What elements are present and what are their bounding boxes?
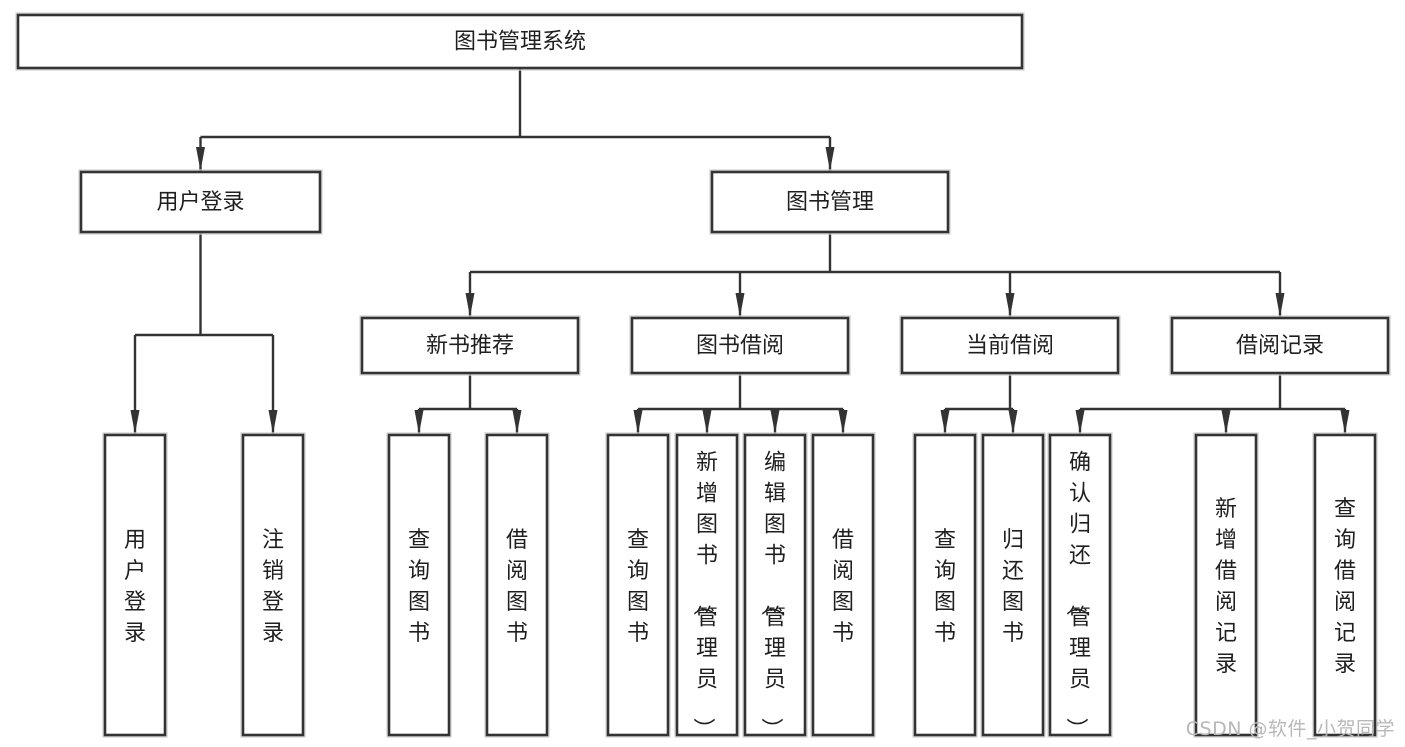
arrow-head-icon bbox=[702, 410, 712, 434]
node-leaf-cur-query[interactable]: 查询图书 bbox=[912, 432, 978, 738]
node-leaf-rc-query[interactable]: 查询借阅记录 bbox=[1312, 432, 1378, 738]
node-label: 当前借阅 bbox=[966, 334, 1054, 359]
node-box[interactable] bbox=[79, 170, 322, 234]
node-label: 查询借阅记录 bbox=[1334, 497, 1356, 677]
node-leaf-rec-query[interactable]: 查询图书 bbox=[386, 432, 452, 738]
node-book-manage[interactable]: 图书管理 bbox=[709, 169, 951, 235]
node-box[interactable] bbox=[16, 13, 1024, 70]
arrow-head-icon bbox=[130, 410, 140, 434]
node-box[interactable] bbox=[606, 433, 670, 737]
node-box[interactable] bbox=[485, 433, 549, 737]
node-box[interactable] bbox=[1313, 433, 1377, 737]
node-label: 图书借阅 bbox=[696, 334, 784, 359]
arrow-head-icon bbox=[512, 410, 522, 434]
node-label: 借阅图书 bbox=[506, 528, 528, 646]
node-box[interactable] bbox=[1194, 433, 1258, 737]
node-root[interactable]: 图书管理系统 bbox=[15, 12, 1025, 71]
arrow-head-icon bbox=[268, 410, 278, 434]
node-borrow-record[interactable]: 借阅记录 bbox=[1169, 315, 1391, 376]
node-leaf-bw-edit[interactable]: 编辑图书（管理员） bbox=[742, 432, 808, 740]
node-book-borrow[interactable]: 图书借阅 bbox=[629, 315, 851, 376]
node-leaf-bw-add[interactable]: 新增图书（管理员） bbox=[674, 432, 740, 740]
node-label: 查询图书 bbox=[934, 528, 956, 646]
arrow-head-icon bbox=[838, 410, 848, 434]
node-box[interactable] bbox=[710, 170, 950, 234]
arrow-head-icon bbox=[825, 147, 835, 171]
node-leaf-cur-return[interactable]: 归还图书 bbox=[980, 432, 1046, 738]
arrow-head-icon bbox=[196, 147, 205, 171]
arrow-head-icon bbox=[633, 410, 643, 434]
connectors-layer bbox=[130, 68, 1350, 434]
node-label: 图书管理 bbox=[786, 190, 874, 215]
node-label: 图书管理系统 bbox=[454, 30, 586, 55]
node-label: 查询图书 bbox=[627, 528, 649, 646]
arrow-head-icon bbox=[1075, 410, 1085, 434]
node-user-login[interactable]: 用户登录 bbox=[78, 169, 323, 235]
node-label: 新增图书（管理员） bbox=[690, 451, 718, 740]
node-box[interactable] bbox=[675, 433, 739, 737]
node-box[interactable] bbox=[913, 433, 977, 737]
node-label: 借阅图书 bbox=[832, 528, 854, 646]
arrow-head-icon bbox=[770, 410, 780, 434]
arrow-head-icon bbox=[735, 293, 745, 317]
node-label: 借阅记录 bbox=[1236, 334, 1324, 359]
arrow-head-icon bbox=[414, 410, 424, 434]
node-leaf-bw-borrow[interactable]: 借阅图书 bbox=[810, 432, 876, 738]
node-label: 新增借阅记录 bbox=[1215, 497, 1237, 677]
node-box[interactable] bbox=[241, 433, 305, 737]
node-box[interactable] bbox=[630, 316, 850, 375]
node-label: 确认归还（管理员） bbox=[1063, 451, 1091, 740]
arrow-head-icon bbox=[940, 410, 950, 434]
node-box[interactable] bbox=[360, 316, 580, 375]
node-box[interactable] bbox=[743, 433, 807, 737]
arrow-head-icon bbox=[1221, 410, 1231, 434]
node-box[interactable] bbox=[1170, 316, 1390, 375]
node-current-borrow[interactable]: 当前借阅 bbox=[899, 315, 1121, 376]
node-box[interactable] bbox=[103, 433, 167, 737]
node-leaf-user-login[interactable]: 用户登录 bbox=[102, 432, 168, 738]
node-leaf-rec-borrow[interactable]: 借阅图书 bbox=[484, 432, 550, 738]
arrow-head-icon bbox=[465, 293, 475, 317]
node-label: 用户登录 bbox=[124, 528, 146, 646]
node-label: 新书推荐 bbox=[426, 334, 514, 359]
node-leaf-rc-add[interactable]: 新增借阅记录 bbox=[1193, 432, 1259, 738]
node-box[interactable] bbox=[387, 433, 451, 737]
node-box[interactable] bbox=[981, 433, 1045, 737]
node-label: 编辑图书（管理员） bbox=[758, 451, 786, 740]
node-label: 注销登录 bbox=[262, 528, 284, 646]
node-leaf-user-logout[interactable]: 注销登录 bbox=[240, 432, 306, 738]
nodes-layer: 图书管理系统用户登录图书管理新书推荐图书借阅当前借阅借阅记录用户登录注销登录查询… bbox=[15, 12, 1391, 740]
node-label: 用户登录 bbox=[156, 190, 244, 215]
arrow-head-icon bbox=[1008, 410, 1018, 434]
arrow-head-icon bbox=[1275, 293, 1285, 317]
node-leaf-bw-query[interactable]: 查询图书 bbox=[605, 432, 671, 738]
node-label: 查询图书 bbox=[408, 528, 430, 646]
arrow-head-icon bbox=[1005, 293, 1015, 317]
node-box[interactable] bbox=[900, 316, 1120, 375]
node-box[interactable] bbox=[1048, 433, 1112, 737]
arrow-head-icon bbox=[1340, 410, 1350, 434]
node-new-book-recommend[interactable]: 新书推荐 bbox=[359, 315, 581, 376]
node-box[interactable] bbox=[811, 433, 875, 737]
node-label: 归还图书 bbox=[1002, 528, 1024, 646]
node-leaf-cur-confirm[interactable]: 确认归还（管理员） bbox=[1047, 432, 1113, 740]
